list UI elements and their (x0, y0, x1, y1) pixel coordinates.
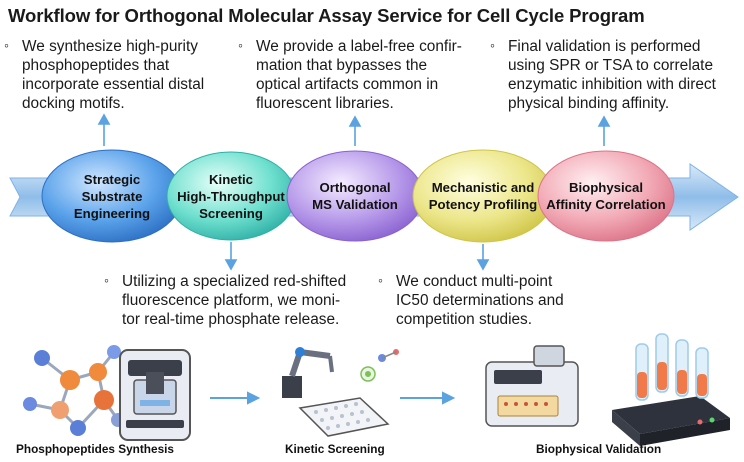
arrowhead-down-2 (476, 259, 490, 271)
arrowhead-up-1 (97, 113, 111, 125)
top-note-3: ◦ Final validation is performed using SP… (490, 37, 742, 113)
stage-label-5: Biophysical Affinity Correlation (546, 180, 666, 212)
caption-screening: Kinetic Screening (285, 442, 385, 456)
bottom-note-1-text: Utilizing a specialized red-shifted fluo… (122, 273, 347, 328)
arrowhead-up-3 (597, 115, 611, 127)
top-note-1: ◦ We synthesize high-purity phosphopepti… (4, 37, 244, 113)
stage-label-1: Strategic Substrate Engineering (73, 172, 151, 221)
top-note-2: ◦ We provide a label-free confir- mation… (238, 37, 490, 113)
microscope-icon (119, 349, 191, 441)
top-note-2-text: We provide a label-free confir- mation t… (256, 38, 462, 112)
page-title: Workflow for Orthogonal Molecular Assay … (8, 5, 645, 26)
stage-label-3: Orthogonal MS Validation (312, 180, 398, 212)
arrowhead-up-2 (348, 115, 362, 127)
well-plate-icon (298, 349, 399, 437)
bullet-marker: ◦ (378, 272, 383, 288)
instrument-icon (485, 345, 579, 427)
robotic-arm-icon (282, 347, 334, 398)
caption-synthesis: Phosphopeptides Synthesis (16, 442, 174, 456)
tube-rack-icon (612, 333, 730, 446)
bullet-marker: ◦ (238, 37, 243, 53)
molecule-icon (23, 345, 125, 436)
arrowhead-down-1 (224, 259, 238, 271)
pic-arrowhead-1 (247, 391, 261, 405)
top-note-3-text: Final validation is performed using SPR … (508, 38, 716, 112)
bullet-marker: ◦ (104, 272, 109, 288)
stage-label-4: Mechanistic and Potency Profiling (428, 180, 538, 212)
bottom-note-2-text: We conduct multi-point IC50 determinatio… (396, 273, 564, 328)
stage-label-2: Kinetic High-Throughput Screening (177, 172, 285, 221)
bullet-marker: ◦ (490, 37, 495, 53)
stage-ellipse-5 (537, 150, 675, 242)
bottom-note-1: ◦ Utilizing a specialized red-shifted fl… (104, 272, 384, 329)
bottom-note-2: ◦ We conduct multi-point IC50 determinat… (378, 272, 598, 329)
bullet-marker: ◦ (4, 37, 9, 53)
caption-validation: Biophysical Validation (536, 442, 662, 456)
top-note-1-text: We synthesize high-purity phosphopeptide… (22, 38, 205, 112)
pic-arrowhead-2 (442, 391, 456, 405)
